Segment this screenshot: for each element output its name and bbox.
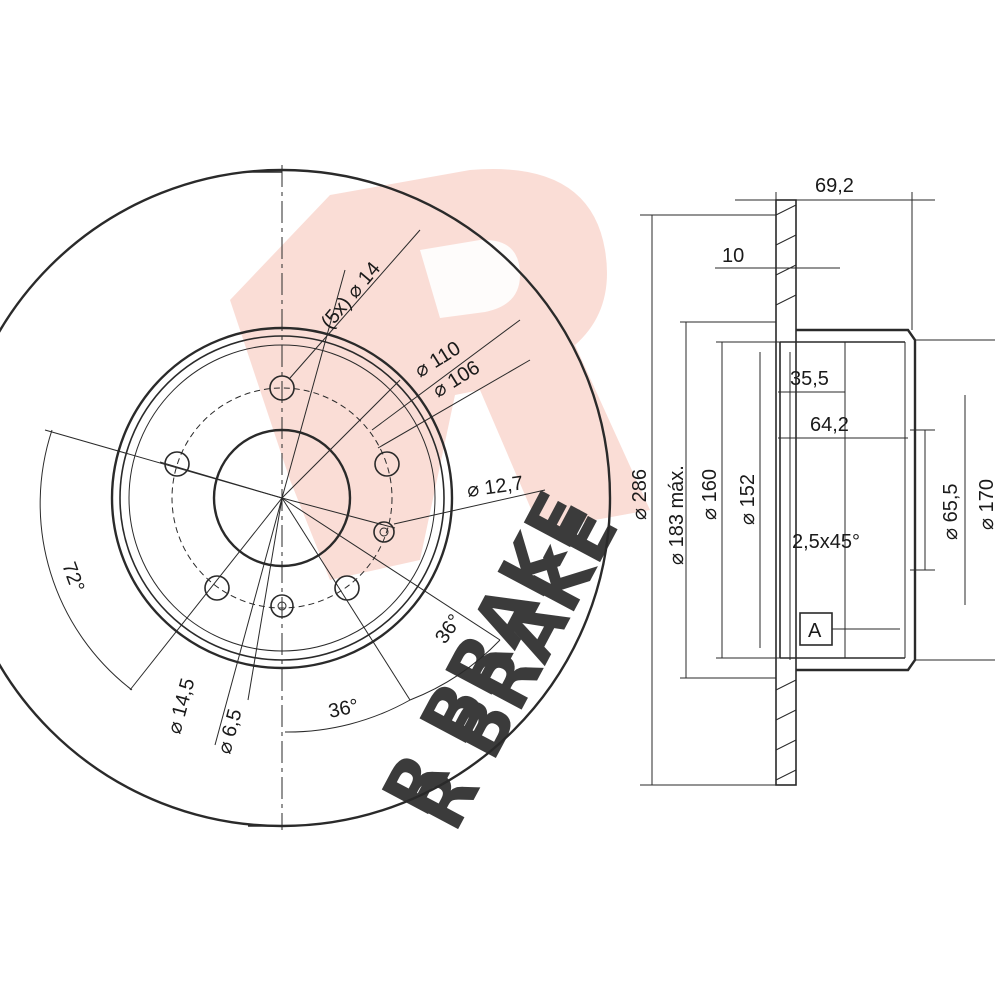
label-d65-5: ⌀ 65,5 (940, 483, 962, 540)
label-datum-a: A (808, 620, 822, 642)
label-d170: ⌀ 170 (976, 479, 998, 530)
construction-lines (44, 269, 501, 746)
leader-d12-7 (393, 489, 546, 525)
locating-hole (373, 521, 395, 543)
leader-d106 (377, 359, 531, 449)
locating-hole-inner (379, 527, 389, 537)
logo-r-hole (420, 239, 520, 318)
brand-watermark: R BRAKE R BRAKE (230, 169, 650, 843)
angle-arc-36b (284, 699, 411, 733)
label-d12-7: ⌀ 12,7 (466, 472, 525, 502)
label-chamfer: 2,5x45° (792, 531, 860, 553)
label-d6-5: ⌀ 6,5 (214, 707, 247, 757)
label-35-5: 35,5 (790, 368, 829, 390)
angle-arc-72 (39, 429, 133, 691)
bolt-hole (204, 575, 230, 601)
logo-r-shape (230, 169, 650, 580)
label-d160: ⌀ 160 (699, 469, 721, 520)
label-d152: ⌀ 152 (737, 474, 759, 525)
angle-arc-36a (409, 639, 501, 701)
disc-ring-section (775, 199, 797, 786)
label-angle-72: 72° (57, 559, 88, 595)
hatching (775, 204, 797, 781)
bolt-hole (164, 451, 190, 477)
label-d14-5: ⌀ 14,5 (164, 676, 200, 736)
label-10: 10 (722, 245, 744, 267)
label-d286: ⌀ 286 (629, 469, 651, 520)
label-69-2: 69,2 (815, 175, 854, 197)
leader-d110 (371, 319, 521, 431)
bolt-hole (374, 451, 400, 477)
label-angle-36b: 36° (326, 695, 360, 723)
hat-section (796, 328, 917, 672)
label-d183: ⌀ 183 máx. (666, 465, 688, 565)
leader-bolts (289, 229, 421, 379)
side-view: 69,2 10 35,5 64,2 2,5x45° A ⌀ 286 ⌀ 183 … (629, 175, 998, 786)
label-64-2: 64,2 (810, 414, 849, 436)
